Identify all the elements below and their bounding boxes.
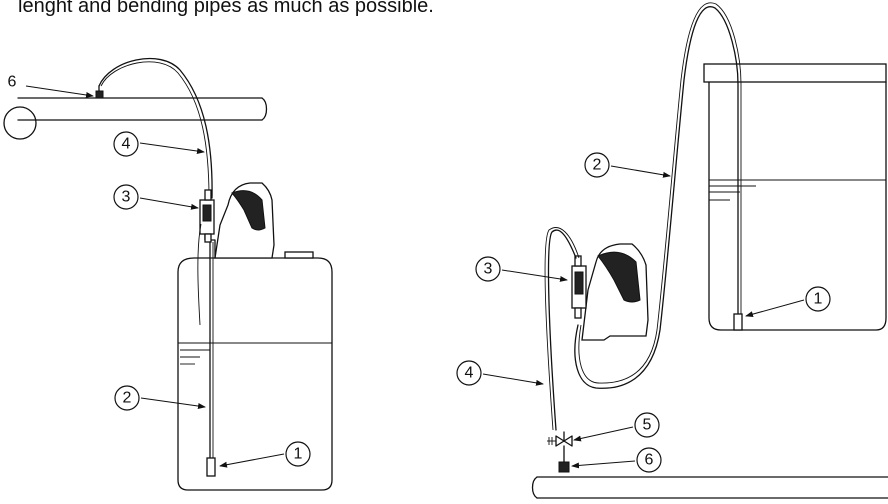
right-callout-6-circle [636, 447, 662, 473]
right-pipe [531, 476, 888, 499]
right-injection-fitting [558, 445, 570, 473]
left-foot-filter [206, 457, 216, 477]
right-callout-5-circle [634, 412, 660, 438]
left-callout-2-circle [114, 385, 140, 411]
left-callout-3: 3 [122, 189, 131, 206]
right-pump [571, 243, 649, 341]
right-callout-1: 1 [814, 291, 823, 308]
right-callout-2: 2 [593, 157, 602, 174]
left-pipe [3, 97, 268, 140]
left-callout-1-circle [285, 441, 311, 467]
right-injection-valve [547, 431, 573, 447]
left-tank [177, 251, 333, 491]
left-delivery-tube [98, 57, 213, 199]
left-callout-4: 4 [122, 136, 131, 153]
right-callout-4-circle [456, 360, 482, 386]
left-callout-6: 6 [8, 74, 17, 91]
right-callout-1-circle [805, 286, 831, 312]
right-foot-filter [733, 313, 743, 331]
left-callout-1: 1 [294, 446, 303, 463]
right-callout-5: 5 [643, 417, 652, 434]
right-installation: 2 3 1 4 5 6 [456, 2, 888, 499]
right-suction-tube [574, 6, 739, 389]
left-callout-4-circle [113, 131, 139, 157]
left-callout-3-circle [113, 184, 139, 210]
heading-text: lenght and bending pipes as much as poss… [18, 0, 434, 17]
left-callout-2: 2 [123, 390, 132, 407]
right-tank [703, 63, 887, 331]
pipe-end-circle [3, 106, 37, 140]
left-installation: 6 4 3 2 1 [3, 57, 333, 491]
right-callout-6: 6 [645, 452, 654, 469]
left-pump [199, 182, 275, 259]
right-callout-2-circle [584, 152, 610, 178]
right-callout-4: 4 [465, 365, 474, 382]
left-injection-fitting [95, 85, 104, 99]
right-callout-3-circle [475, 256, 501, 282]
right-callout-3: 3 [484, 261, 493, 278]
right-delivery-tube [547, 229, 577, 431]
